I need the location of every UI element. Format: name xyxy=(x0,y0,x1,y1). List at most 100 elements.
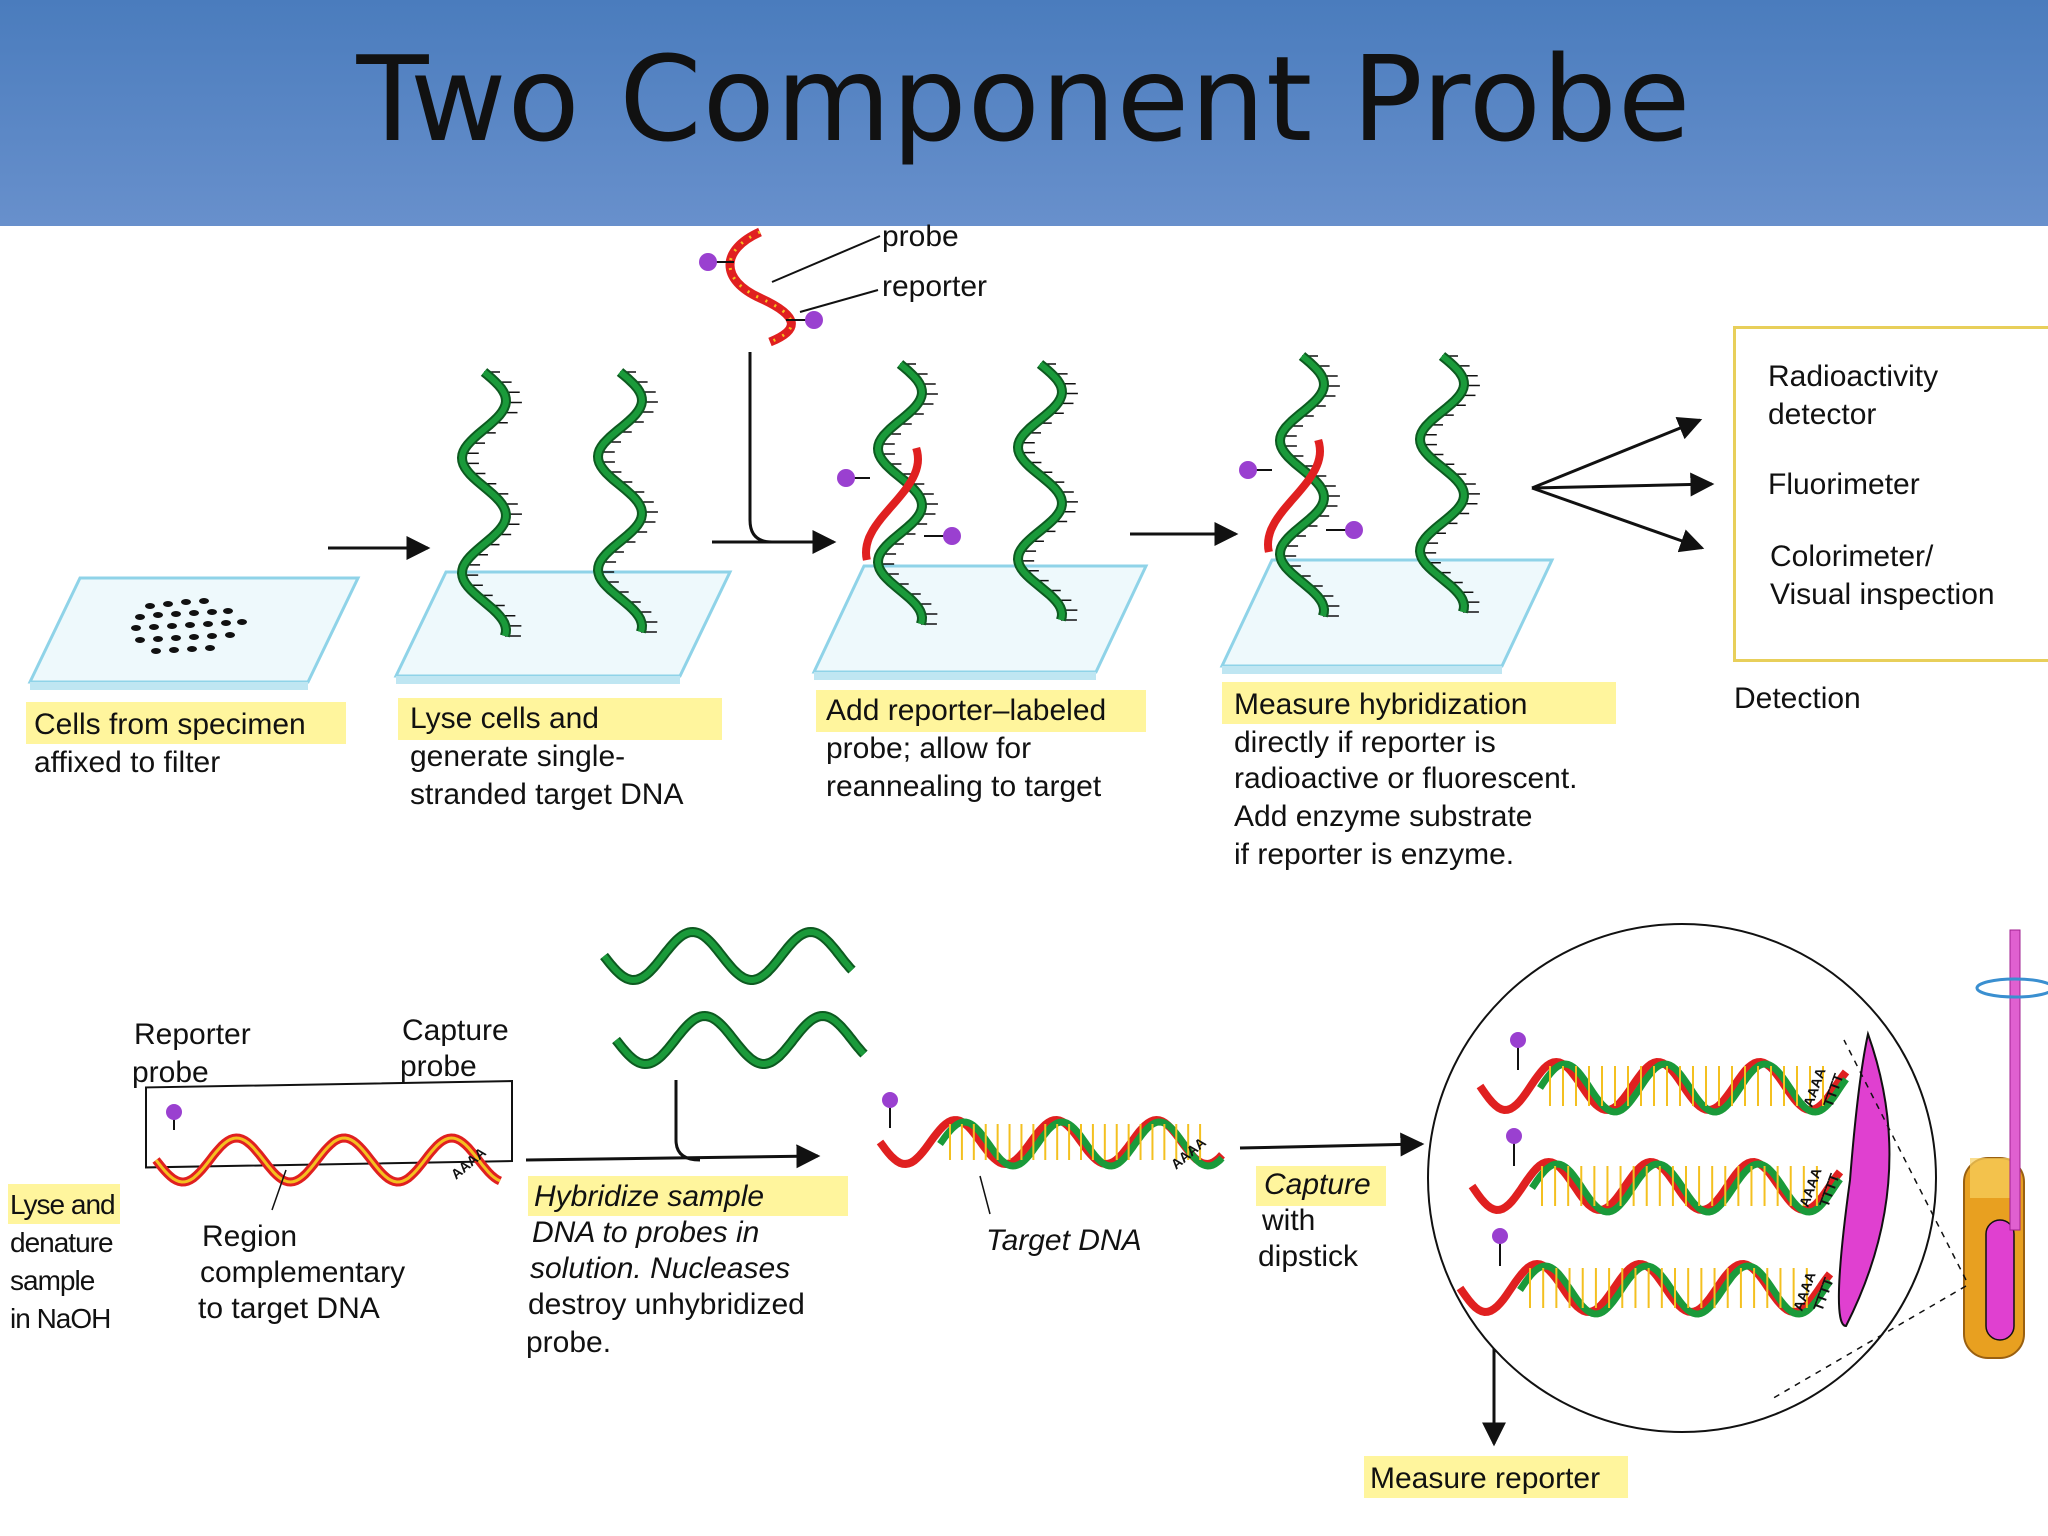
label-reporter: reporter xyxy=(882,270,988,303)
step1-line1: Cells from specimen xyxy=(34,708,306,741)
step2-line1: Lyse cells and xyxy=(410,702,599,735)
target-reporter-ball xyxy=(882,1092,898,1108)
dipstick-tube xyxy=(1963,929,2048,1359)
hybridize-line4: destroy unhybridized xyxy=(528,1288,805,1321)
lyse-highlight xyxy=(8,1184,120,1224)
strand xyxy=(1416,353,1468,613)
step2-line2: generate single- xyxy=(410,740,626,773)
step3-line2: probe; allow for xyxy=(826,732,1032,765)
dipstick-surface xyxy=(1837,1030,1891,1328)
capture-line2: with xyxy=(1262,1204,1316,1237)
lyse-line3: sample xyxy=(10,1265,95,1296)
capture-line1: Capture xyxy=(1264,1168,1371,1201)
zoom-dashes xyxy=(1769,1039,1967,1401)
sample-wave-1 xyxy=(601,928,855,984)
sample-wave-2-outline xyxy=(612,1010,868,1070)
capture-probe-line2: probe xyxy=(400,1050,477,1083)
target-dna-label: Target DNA xyxy=(986,1224,1142,1257)
free-probe xyxy=(712,227,806,347)
target-hybrid-helix xyxy=(876,1115,1225,1170)
measure-highlight xyxy=(1364,1456,1628,1498)
helix-6 xyxy=(1414,352,1480,614)
capture-line3: dipstick xyxy=(1258,1240,1359,1273)
bound-reporters xyxy=(837,461,1363,545)
strand xyxy=(1014,361,1066,621)
measure-reporter-label: Measure reporter xyxy=(1370,1462,1601,1495)
detector-radioactivity-1: Radioactivity xyxy=(1768,360,1939,393)
sample-dna-waves xyxy=(600,926,868,1070)
step4-line2: directly if reporter is xyxy=(1234,726,1496,759)
reporter-ball-top-1 xyxy=(699,253,717,271)
title-bar xyxy=(0,0,2048,226)
strand xyxy=(594,369,646,633)
detector-radioactivity-2: detector xyxy=(1768,398,1877,431)
hybridize-line1: Hybridize sample xyxy=(534,1180,765,1213)
detector-fluorimeter: Fluorimeter xyxy=(1768,468,1920,501)
hybridize-highlight xyxy=(528,1176,848,1216)
filter-4 xyxy=(1219,558,1555,674)
detector-visual: Visual inspection xyxy=(1770,578,1995,611)
step2-line3: stranded target DNA xyxy=(410,778,684,811)
target-leader xyxy=(979,1175,991,1215)
strand xyxy=(458,369,510,637)
captured-hybrid-2 xyxy=(1468,1157,1844,1216)
lyse-line2: denature xyxy=(10,1227,114,1258)
step2-highlight xyxy=(398,698,722,740)
target-dna-hybrid xyxy=(876,1115,1225,1170)
region-line3: to target DNA xyxy=(198,1292,380,1325)
reporter-leader xyxy=(799,289,879,313)
mag-reporters xyxy=(1492,1032,1526,1266)
strand xyxy=(874,361,926,625)
cell-dots xyxy=(131,598,247,654)
step4-line3: radioactive or fluorescent. xyxy=(1234,762,1578,795)
captured-hybrid-1 xyxy=(1476,1057,1850,1116)
filter-3 xyxy=(811,564,1149,680)
detector-colorimeter: Colorimeter/ xyxy=(1770,540,1934,573)
two-part-probe xyxy=(152,1133,502,1187)
sample-wave-2 xyxy=(613,1012,867,1068)
probe-strand-1 xyxy=(861,446,923,561)
probe-box xyxy=(145,1080,513,1169)
helix-3 xyxy=(872,360,938,626)
top-arrows xyxy=(328,352,1715,560)
probe-strand-2 xyxy=(1263,438,1325,553)
probe-reporter-ball xyxy=(166,1104,182,1120)
reporter-ball-top-2 xyxy=(805,311,823,329)
step1-line2: affixed to filter xyxy=(34,746,221,779)
region-line2: complementary xyxy=(200,1256,406,1289)
hybridize-line3: solution. Nucleases xyxy=(530,1252,791,1285)
filter-2 xyxy=(393,570,733,684)
helix-1 xyxy=(456,368,522,638)
probe-leader xyxy=(771,235,881,283)
bound-probe-strands xyxy=(861,438,1325,561)
probe-wave-inner xyxy=(154,1136,501,1184)
reporter-probe-line1: Reporter xyxy=(134,1018,251,1051)
strand xyxy=(1276,353,1328,617)
step1-highlight xyxy=(26,702,346,744)
step4-line5: if reporter is enzyme. xyxy=(1234,838,1515,871)
filter-1 xyxy=(27,576,361,690)
hybridize-line2: DNA to probes in xyxy=(532,1216,760,1249)
captured-hybrid-3 xyxy=(1456,1259,1834,1318)
probe-wave xyxy=(152,1133,502,1187)
step3-line1: Add reporter–labeled xyxy=(826,694,1107,727)
region-leader xyxy=(271,1169,287,1211)
lyse-line4: in NaOH xyxy=(10,1303,111,1334)
step3-highlight xyxy=(816,690,1146,732)
single-strand-helices xyxy=(456,352,1480,638)
detection-box xyxy=(1733,326,2048,662)
helix-5 xyxy=(1274,352,1340,618)
hybridize-line5: probe. xyxy=(526,1326,612,1359)
bottom-arrows xyxy=(525,1080,1506,1447)
sample-wave-1-outline xyxy=(600,926,856,986)
helix-2 xyxy=(592,368,658,634)
slide-title: Two Component Probe xyxy=(356,30,1692,168)
label-probe: probe xyxy=(882,220,959,253)
reporter-probe-line2: probe xyxy=(132,1056,209,1089)
capture-highlight xyxy=(1256,1166,1386,1206)
capture-probe-line1: Capture xyxy=(402,1014,509,1047)
step4-line4: Add enzyme substrate xyxy=(1234,800,1533,833)
helix-4 xyxy=(1012,360,1078,622)
step4-highlight xyxy=(1222,682,1616,724)
